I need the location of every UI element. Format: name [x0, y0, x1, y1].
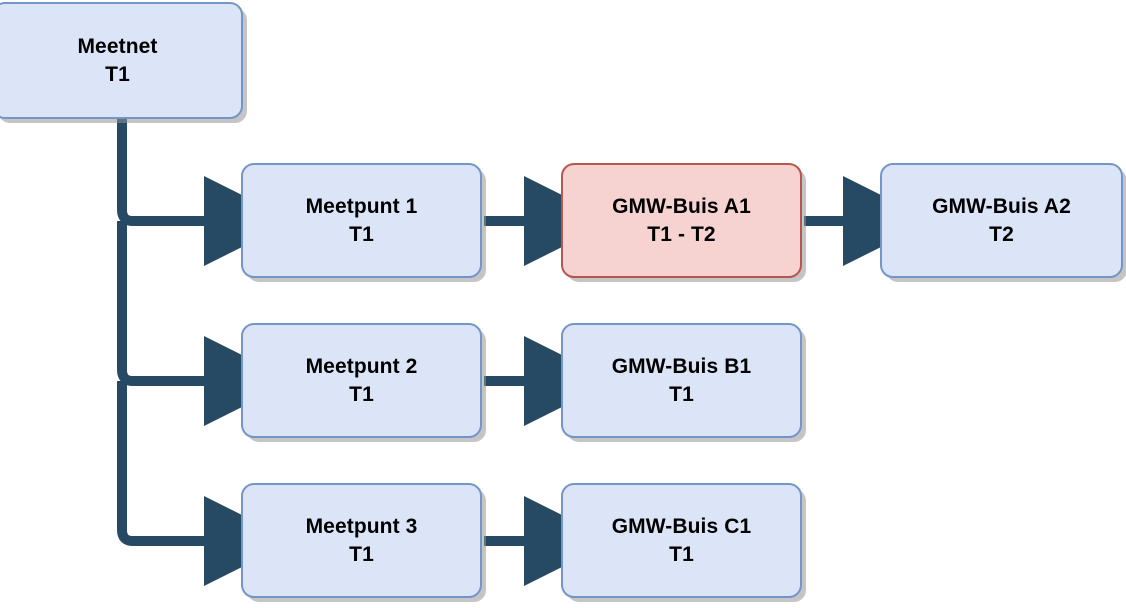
node-subtitle: T1 — [669, 542, 694, 566]
node-meetpunt-1[interactable]: Meetpunt 1 T1 — [241, 163, 482, 278]
node-title: GMW-Buis C1 — [611, 515, 752, 539]
node-gmw-buis-a2[interactable]: GMW-Buis A2 T2 — [880, 163, 1123, 278]
node-subtitle: T1 — [669, 382, 694, 406]
node-title: GMW-Buis A2 — [932, 195, 1071, 219]
node-subtitle: T1 — [105, 62, 130, 86]
node-title: GMW-Buis B1 — [611, 355, 752, 379]
edge-meetnet-meetpunt-3 — [117, 381, 294, 586]
edge-meetnet-meetpunt-2 — [117, 221, 294, 426]
node-meetnet[interactable]: Meetnet T1 — [0, 2, 243, 119]
node-subtitle: T2 — [989, 222, 1014, 246]
node-gmw-buis-b1[interactable]: GMW-Buis B1 T1 — [561, 323, 802, 438]
node-title: Meetpunt 1 — [305, 195, 418, 219]
node-title: Meetnet — [77, 35, 158, 59]
node-subtitle: T1 - T2 — [647, 222, 716, 246]
node-subtitle: T1 — [349, 222, 374, 246]
node-subtitle: T1 — [349, 382, 374, 406]
node-gmw-buis-a1[interactable]: GMW-Buis A1 T1 - T2 — [561, 163, 802, 278]
node-title: Meetpunt 3 — [305, 515, 418, 539]
node-meetpunt-2[interactable]: Meetpunt 2 T1 — [241, 323, 482, 438]
node-meetpunt-3[interactable]: Meetpunt 3 T1 — [241, 483, 482, 598]
node-gmw-buis-c1[interactable]: GMW-Buis C1 T1 — [561, 483, 802, 598]
node-subtitle: T1 — [349, 542, 374, 566]
edge-meetnet-meetpunt-1 — [117, 118, 294, 266]
node-title: GMW-Buis A1 — [612, 195, 751, 219]
node-title: Meetpunt 2 — [305, 355, 418, 379]
